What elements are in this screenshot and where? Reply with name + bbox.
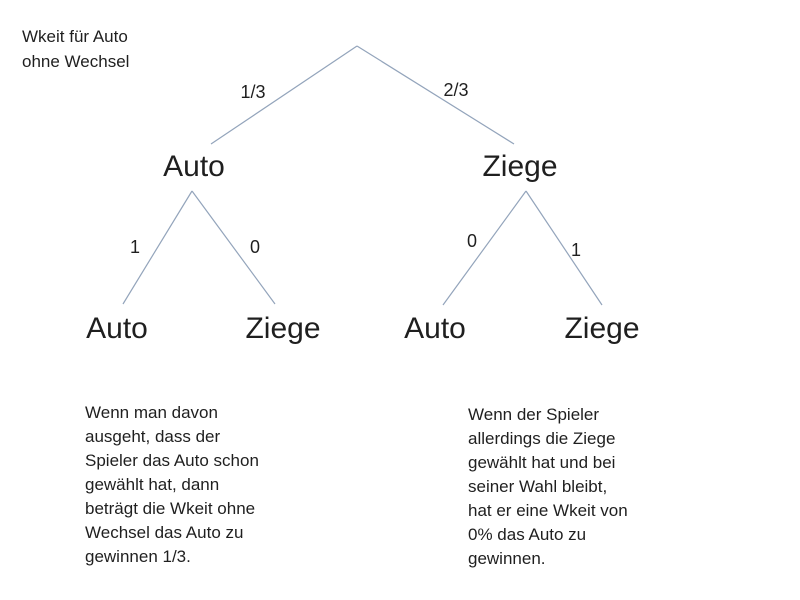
- note-right: Wenn der Spieler allerdings die Ziege ge…: [468, 403, 628, 571]
- branch-line-ziege-right: [525, 190, 603, 306]
- note-left-line: Spieler das Auto schon: [85, 451, 259, 470]
- note-right-line: Wenn der Spieler: [468, 405, 600, 424]
- slide-title: Wkeit für Auto ohne Wechsel: [22, 24, 129, 74]
- note-left-line: Wenn man davon: [85, 403, 218, 422]
- note-right-line: gewinnen.: [468, 549, 546, 568]
- slide-title-line-1: Wkeit für Auto: [22, 27, 128, 46]
- note-left-line: Wechsel das Auto zu: [85, 523, 244, 542]
- prob-label-ziege-left: 0: [466, 231, 478, 251]
- node-leaf-auto-2: Auto: [404, 312, 466, 345]
- prob-label-root-right: 2/3: [443, 80, 469, 100]
- branch-line-ziege-left: [442, 190, 527, 306]
- node-leaf-ziege-1: Ziege: [245, 312, 321, 345]
- branch-line-auto-left: [122, 190, 193, 305]
- note-right-line: seiner Wahl bleibt,: [468, 477, 608, 496]
- node-level1-ziege: Ziege: [482, 150, 558, 183]
- note-right-line: gewählt hat und bei: [468, 453, 616, 472]
- prob-label-root-left: 1/3: [240, 82, 266, 102]
- note-left-line: gewinnen 1/3.: [85, 547, 191, 566]
- slide-title-line-2: ohne Wechsel: [22, 52, 130, 71]
- note-left: Wenn man davon ausgeht, dass der Spieler…: [85, 401, 259, 569]
- prob-label-auto-right: 0: [249, 237, 261, 257]
- note-left-line: ausgeht, dass der: [85, 427, 221, 446]
- branch-line-root-right: [356, 45, 515, 145]
- branch-line-root-left: [210, 45, 358, 145]
- note-right-line: allerdings die Ziege: [468, 429, 616, 448]
- node-level1-auto: Auto: [163, 150, 225, 183]
- note-right-line: 0% das Auto zu: [468, 525, 587, 544]
- note-right-line: hat er eine Wkeit von: [468, 501, 628, 520]
- branch-line-auto-right: [191, 190, 276, 305]
- node-leaf-auto-1: Auto: [86, 312, 148, 345]
- node-leaf-ziege-2: Ziege: [564, 312, 640, 345]
- note-left-line: gewählt hat, dann: [85, 475, 220, 494]
- prob-label-auto-left: 1: [129, 237, 141, 257]
- prob-label-ziege-right: 1: [570, 240, 582, 260]
- note-left-line: beträgt die Wkeit ohne: [85, 499, 256, 518]
